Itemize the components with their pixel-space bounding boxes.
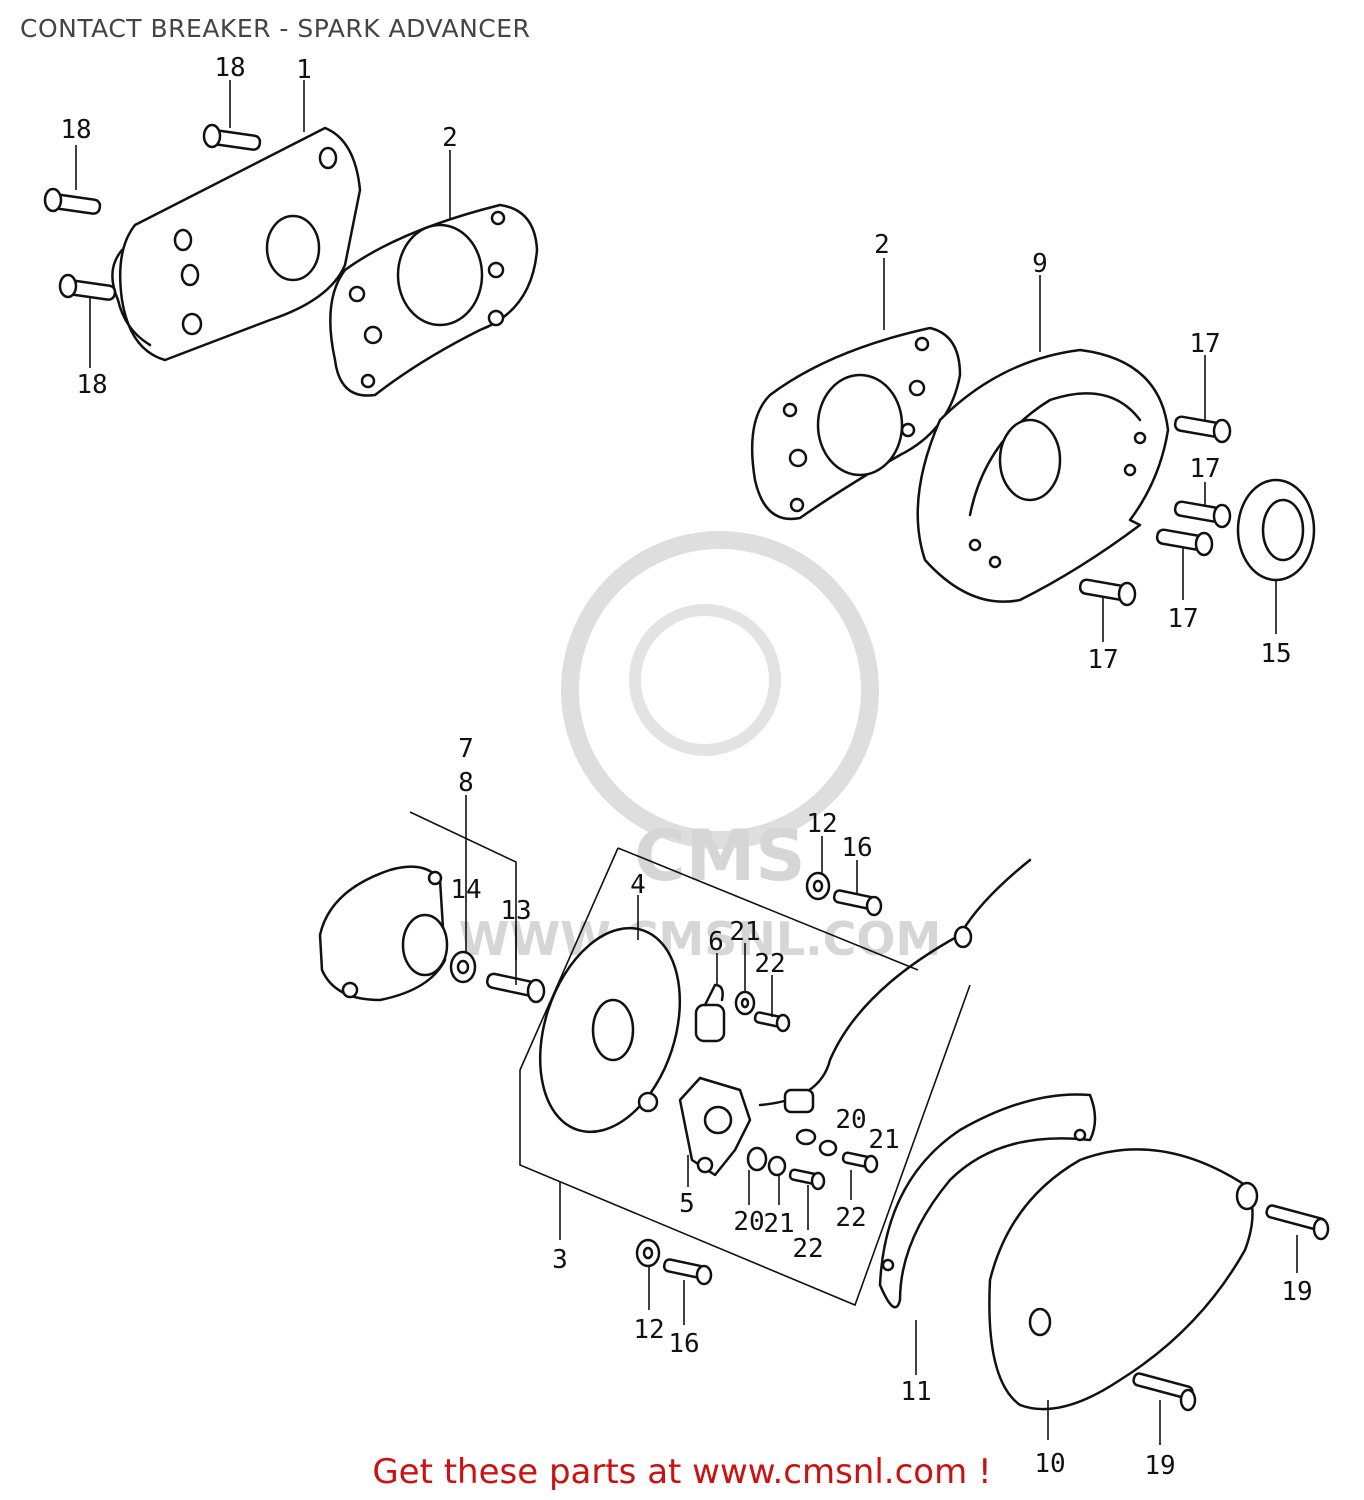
part-17-screw-3 <box>1155 528 1214 557</box>
part-4-base-plate <box>538 926 682 1134</box>
part-20-washer-b <box>795 1128 817 1146</box>
part-17-screw-2 <box>1173 500 1232 529</box>
part-2-gasket-left <box>329 203 539 397</box>
part-2-gasket-right <box>750 326 962 521</box>
part-12-washer-bottom <box>635 1238 661 1268</box>
callout: 12 <box>806 809 837 839</box>
callout: 18 <box>60 115 91 145</box>
part-17-screw-4 <box>1078 578 1137 607</box>
footer-link[interactable]: Get these parts at www.cmsnl.com ! <box>372 1452 992 1492</box>
part-20-washer-c <box>746 1146 768 1172</box>
callout: 9 <box>1032 249 1048 279</box>
callout: 12 <box>633 1315 664 1345</box>
part-17-screw-1 <box>1173 415 1232 444</box>
callout: 19 <box>1144 1451 1175 1481</box>
callout: 16 <box>668 1329 699 1359</box>
callout: 17 <box>1167 604 1198 634</box>
callout: 22 <box>792 1234 823 1264</box>
watermark-logo-text: CMS <box>634 815 805 897</box>
callout: 8 <box>458 768 474 798</box>
callout: 1 <box>296 55 312 85</box>
part-9-housing <box>916 348 1170 603</box>
part-19-screw-bottom <box>1132 1372 1197 1412</box>
callout: 21 <box>868 1125 899 1155</box>
callout: 17 <box>1189 454 1220 484</box>
watermark-url-text: WWW.CMSNL.COM <box>459 912 942 966</box>
callout: 11 <box>900 1377 931 1407</box>
callout: 20 <box>733 1207 764 1237</box>
callout: 10 <box>1034 1449 1065 1479</box>
callout: 17 <box>1189 329 1220 359</box>
part-5-contact-breaker <box>678 1076 752 1177</box>
callout: 13 <box>500 896 531 926</box>
callout: 17 <box>1087 645 1118 675</box>
part-12-washer-top <box>805 871 831 901</box>
part-14-washer <box>449 950 477 984</box>
diagram-title: CONTACT BREAKER - SPARK ADVANCER <box>20 14 531 43</box>
part-21-washer-a <box>734 990 756 1016</box>
part-22-screw-c <box>788 1168 826 1191</box>
leader-lines <box>75 80 1298 1445</box>
part-1-cover <box>111 126 362 362</box>
callout: 19 <box>1281 1277 1312 1307</box>
part-18-screw-top <box>202 123 262 151</box>
callout: 18 <box>76 370 107 400</box>
callout: 6 <box>708 927 724 957</box>
part-10-point-cover <box>988 1148 1259 1411</box>
part-19-screw-right <box>1265 1204 1330 1241</box>
part-13-bolt <box>485 972 546 1004</box>
callout: 15 <box>1260 639 1291 669</box>
callout: 2 <box>874 230 890 260</box>
part-21-washer-c <box>767 1155 787 1177</box>
callout: 21 <box>763 1209 794 1239</box>
part-7-8-governor <box>318 865 449 1002</box>
lead-wire <box>758 858 1032 1114</box>
callout: 3 <box>552 1245 568 1275</box>
callout: 7 <box>458 734 474 764</box>
callout: 22 <box>754 949 785 979</box>
part-21-washer-b <box>818 1139 838 1157</box>
part-18-screw-left <box>43 187 102 215</box>
callout-labels: 1 2 2 3 4 5 6 7 8 9 10 11 12 12 13 14 15… <box>60 53 1312 1481</box>
callout: 20 <box>835 1105 866 1135</box>
part-22-screw-b <box>841 1151 879 1174</box>
callout: 5 <box>679 1189 695 1219</box>
watermark: CMS WWW.CMSNL.COM <box>459 531 942 966</box>
callout: 16 <box>841 833 872 863</box>
callout: 4 <box>630 870 646 900</box>
part-15-oil-seal <box>1236 478 1316 582</box>
part-6-condenser <box>694 983 726 1043</box>
part-16-screw-bottom <box>662 1258 713 1286</box>
callout: 18 <box>214 53 245 83</box>
part-18-screw-bottom <box>58 273 117 301</box>
callout: 21 <box>729 917 760 947</box>
callout: 14 <box>450 875 481 905</box>
callout: 22 <box>835 1203 866 1233</box>
callout: 2 <box>442 123 458 153</box>
part-11-gasket <box>878 1093 1097 1309</box>
